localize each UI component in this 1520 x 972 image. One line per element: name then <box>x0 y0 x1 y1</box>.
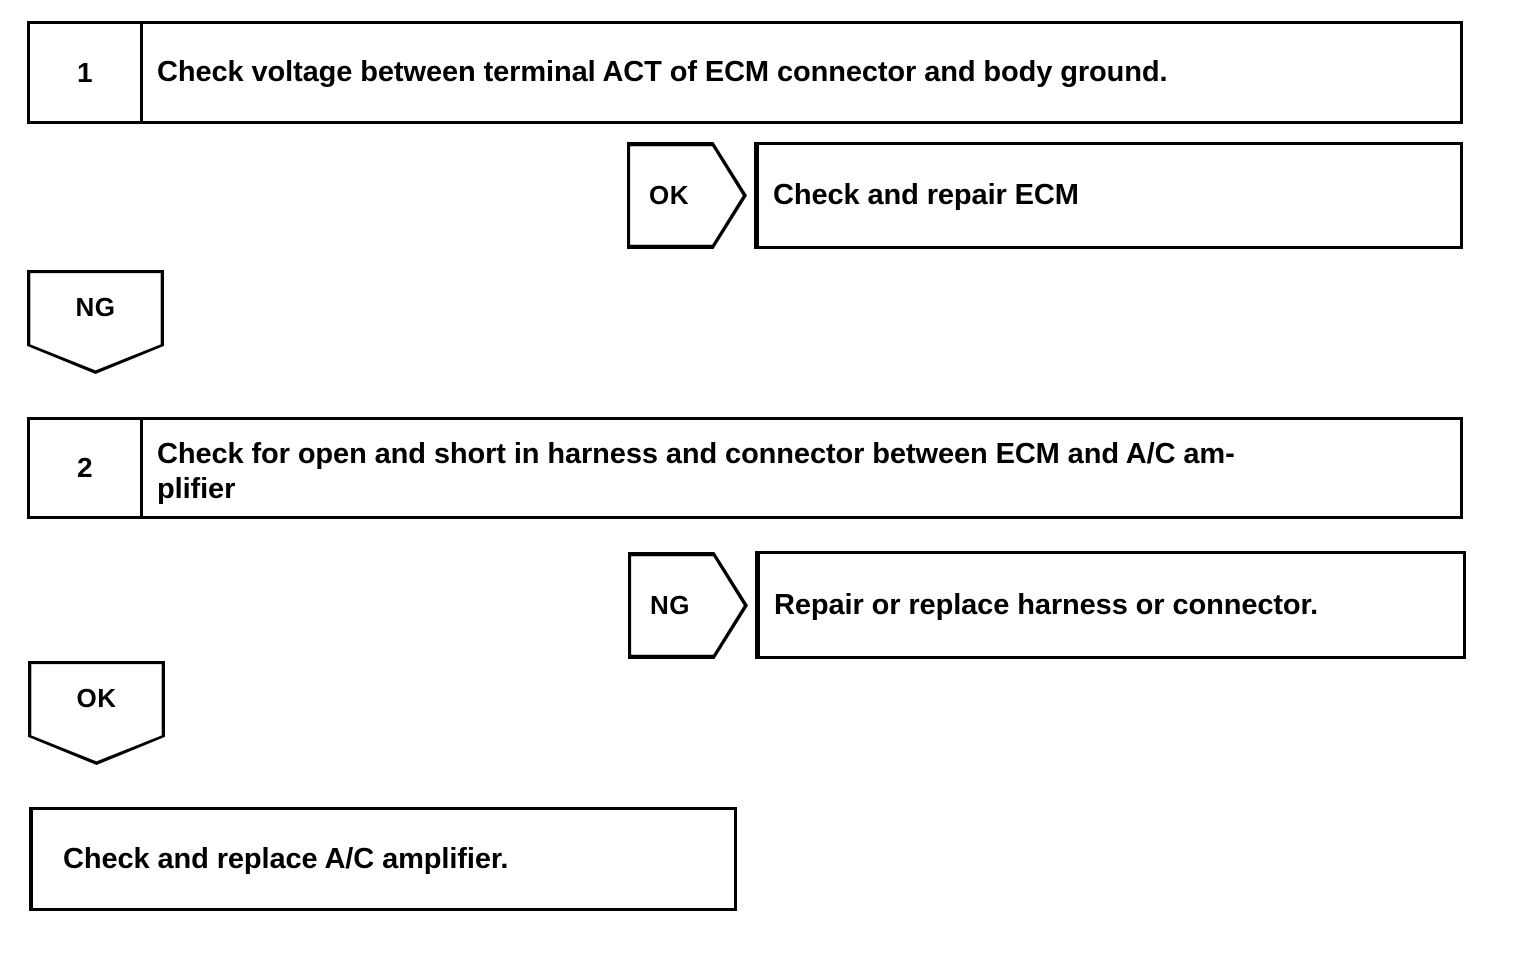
judgement-ng-step2[interactable]: NG <box>628 552 748 659</box>
result-check-and-replace-ac-amplifier-label: Check and replace A/C amplifier. <box>63 842 509 875</box>
result-repair-or-replace-harness-label: Repair or replace harness or connector. <box>774 588 1319 621</box>
step-1-box[interactable]: 1 Check voltage between terminal ACT of … <box>27 21 1463 124</box>
judgement-ok-step1[interactable]: OK <box>627 142 747 249</box>
step-2-text: Check for open and short in harness and … <box>143 420 1460 516</box>
step-1-number: 1 <box>30 24 143 121</box>
step-2-box[interactable]: 2 Check for open and short in harness an… <box>27 417 1463 519</box>
result-check-and-repair-ecm-label: Check and repair ECM <box>773 179 1079 211</box>
step-2-text-line-2: plifier <box>157 472 236 505</box>
step-2-number: 2 <box>30 420 143 516</box>
judgement-ok-step2[interactable]: OK <box>28 661 165 765</box>
judgement-ok-step2-label: OK <box>31 664 162 762</box>
step-2-text-line-1: Check for open and short in harness and … <box>157 438 1235 470</box>
result-check-and-repair-ecm[interactable]: Check and repair ECM <box>754 142 1463 249</box>
judgement-ng-step1-label: NG <box>30 273 161 371</box>
result-repair-or-replace-harness[interactable]: Repair or replace harness or connector. <box>755 551 1466 659</box>
result-check-and-replace-ac-amplifier[interactable]: Check and replace A/C amplifier. <box>29 807 737 911</box>
judgement-ok-step1-label: OK <box>630 146 743 245</box>
step-1-text: Check voltage between terminal ACT of EC… <box>157 56 1168 89</box>
judgement-ng-step1[interactable]: NG <box>27 270 164 374</box>
judgement-ng-step2-label: NG <box>631 556 744 655</box>
